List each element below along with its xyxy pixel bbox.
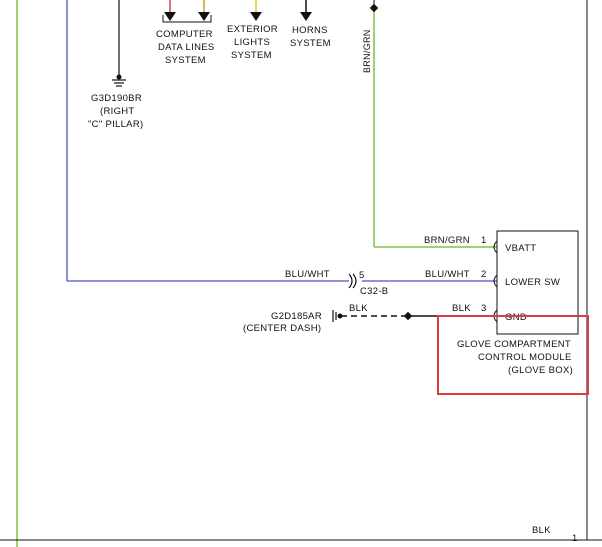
pin1-contact: [493, 240, 498, 254]
connector-c32b-symbol: [348, 273, 357, 289]
computer-system-line2: DATA LINES: [158, 42, 215, 53]
exterior-system-line1: EXTERIOR: [227, 24, 278, 35]
ground-dash-desc: (CENTER DASH): [243, 323, 321, 334]
connector-pin-label: 5: [359, 270, 365, 281]
arrow-horns: [300, 12, 312, 21]
horns-system-line2: SYSTEM: [290, 38, 331, 49]
ground-pillar-id: G3D190BR: [91, 93, 142, 104]
wire-label-blu-wht-right: BLU/WHT: [425, 269, 470, 280]
ground-pillar-terminal: [116, 74, 122, 80]
highlight-box: [437, 315, 589, 395]
pin2-contact: [493, 274, 498, 288]
pin3-number: 3: [481, 303, 487, 314]
computer-system-line1: COMPUTER: [156, 29, 213, 40]
ground-pillar-desc2: "C" PILLAR): [88, 119, 143, 130]
computer-system-line3: SYSTEM: [165, 55, 206, 66]
horns-system-line1: HORNS: [292, 25, 328, 36]
exterior-system-line2: LIGHTS: [234, 37, 270, 48]
wire-label-blk-ground: BLK: [349, 303, 368, 314]
ground-pillar-desc1: (RIGHT: [100, 106, 135, 117]
module-title-line3: (GLOVE BOX): [508, 365, 573, 376]
exterior-system-line3: SYSTEM: [231, 50, 272, 61]
pin2-number: 2: [481, 269, 487, 280]
arrow-computer-1: [164, 12, 176, 21]
splice-diamond: [369, 3, 379, 13]
module-title-line1: GLOVE COMPARTMENT: [457, 339, 571, 350]
wire-label-brn-grn-vertical: BRN/GRN: [362, 29, 372, 73]
computer-bracket: [162, 15, 212, 23]
connector-id-label: C32-B: [360, 286, 388, 297]
wire-label-brn-grn-horizontal: BRN/GRN: [424, 235, 470, 246]
pin1-name: VBATT: [505, 243, 536, 254]
pin2-name: LOWER SW: [505, 277, 560, 288]
ground-dash-id: G2D185AR: [271, 311, 322, 322]
arrow-exterior: [250, 12, 262, 21]
module-title-line2: CONTROL MODULE: [478, 352, 572, 363]
arrow-computer-2: [198, 12, 210, 21]
wire-label-blu-wht-left: BLU/WHT: [285, 269, 330, 280]
pin1-number: 1: [481, 235, 487, 246]
wire-label-blk-bottom: BLK: [532, 525, 551, 536]
bottom-pin-number: 1: [572, 533, 578, 544]
wire-label-blk-module: BLK: [452, 303, 471, 314]
pin3-name: GND: [505, 312, 527, 323]
glove-module-box: [496, 230, 579, 335]
ground-dash-terminal: [337, 313, 343, 319]
